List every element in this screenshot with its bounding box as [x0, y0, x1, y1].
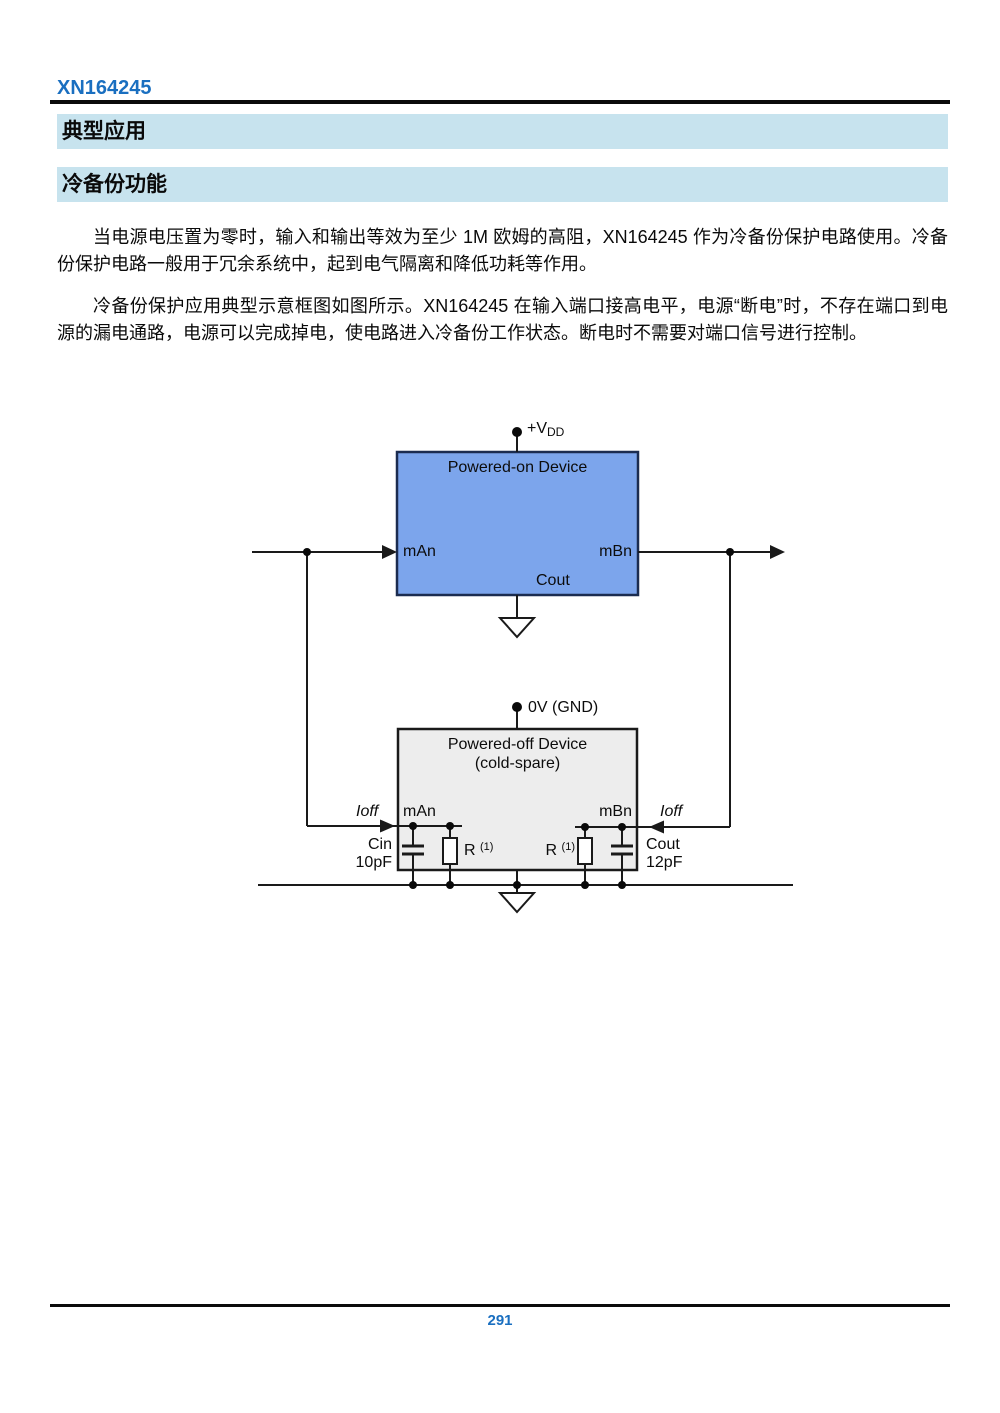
ioff-right-arrowhead — [649, 820, 664, 834]
resistor-note: (1) — [480, 841, 494, 853]
paragraph-2: 冷备份保护应用典型示意框图如图所示。XN164245 在输入端口接高电平，电源“… — [57, 296, 948, 343]
powered-off-subtitle: (cold-spare) — [474, 755, 561, 772]
powered-on-title: Powered-on Device — [447, 459, 588, 476]
wires — [252, 436, 793, 893]
page-number: 291 — [487, 1312, 513, 1329]
junction-dots — [303, 427, 734, 889]
section-heading-cold-spare: 冷备份功能 — [57, 167, 948, 202]
ground-symbol-upper — [497, 617, 537, 639]
input-arrowhead — [382, 545, 397, 559]
cin-value: 10pF — [355, 854, 392, 871]
resistor-note: (1) — [561, 841, 575, 853]
resistor-letter: R — [545, 842, 558, 859]
port-mbn-lower: mBn — [599, 803, 632, 820]
resistor-label-right: R (1) — [521, 841, 575, 860]
resistor-label-left: R (1) — [464, 841, 493, 860]
footer-rule — [50, 1304, 950, 1307]
ioff-left-arrowhead — [380, 819, 395, 833]
cin-label: Cin — [367, 836, 392, 853]
section-heading-typical-applications: 典型应用 — [57, 114, 948, 149]
port-man-upper: mAn — [403, 543, 436, 560]
vdd-label-sub: DD — [547, 425, 565, 439]
vdd-node-dot — [512, 427, 522, 437]
output-arrowhead — [770, 545, 785, 559]
paragraph-1: 当电源电压置为零时，输入和输出等效为至少 1M 欧姆的高阻，XN164245 作… — [57, 227, 948, 274]
arrowheads — [380, 545, 785, 834]
port-mbn-upper: mBn — [599, 543, 632, 560]
cout-value: 12pF — [646, 854, 683, 871]
body-text: 当电源电压置为零时，输入和输出等效为至少 1M 欧姆的高阻，XN164245 作… — [57, 224, 948, 362]
header-rule — [50, 100, 950, 104]
resistor-letter: R — [464, 842, 476, 859]
port-man-lower: mAn — [403, 803, 436, 820]
gnd-node-dot — [512, 702, 522, 712]
ioff-label-left: Ioff — [356, 803, 379, 820]
ioff-label-right: Ioff — [660, 803, 683, 820]
gnd-label: 0V (GND) — [528, 699, 599, 716]
resistor-right — [577, 837, 593, 865]
doc-id: XN164245 — [57, 77, 152, 99]
resistor-left — [442, 837, 458, 865]
port-cout-upper: Cout — [536, 572, 570, 589]
ground-symbol-lower — [497, 892, 537, 914]
powered-off-title: Powered-off Device — [447, 736, 588, 753]
cout-label: Cout — [646, 836, 680, 853]
vdd-label-main: +V — [527, 420, 548, 437]
vdd-label: +VDD — [527, 420, 564, 439]
